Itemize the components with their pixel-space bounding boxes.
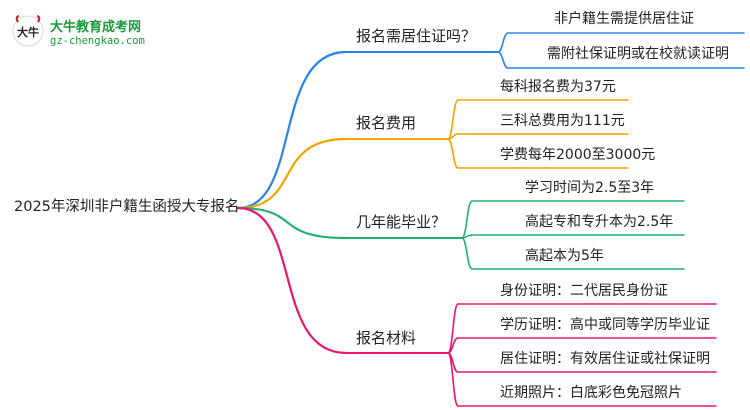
site-url: gz-chengkao.com [50,35,145,47]
leaf-residence-2: 需附社保证明或在校就读证明 [547,46,729,62]
leaf-connector [497,32,509,53]
branch-residence-permit: 报名需居住证吗？ [356,27,477,45]
leaf-connector [497,51,509,69]
branch-connector [236,206,348,355]
leaf-fees-3: 学费每年2000至3000元 [500,147,656,163]
branch-connector [236,50,348,210]
leaf-materials-4: 近期照片：白底彩色免冠照片 [500,385,682,401]
root-topic: 2025年深圳非户籍生函授大专报名 [14,199,240,215]
leaf-materials-2: 学历证明：高中或同等学历毕业证 [500,317,710,333]
bull-logo-icon: 大牛 [12,15,44,47]
leaf-connector [447,352,459,407]
leaf-connector [447,99,459,140]
site-title: 大牛教育成考网 [50,20,142,35]
branch-connector [236,137,348,210]
branch-connector [236,206,348,240]
leaf-fees-1: 每科报名费为37元 [500,79,616,95]
branch-fees: 报名费用 [356,114,417,132]
branch-graduation: 几年能毕业？ [356,213,447,231]
site-logo[interactable]: 大牛 大牛教育成考网 gz-chengkao.com [10,12,180,52]
branch-materials: 报名材料 [356,329,417,347]
leaf-residence-1: 非户籍生需提供居住证 [554,11,694,27]
leaf-materials-1: 身份证明：二代居民身份证 [500,283,668,299]
leaf-materials-3: 居住证明：有效居住证或社保证明 [500,351,710,367]
leaf-graduation-2: 高起专和专升本为2.5年 [525,214,674,230]
leaf-connector [461,200,473,239]
leaf-fees-2: 三科总费用为111元 [500,113,625,129]
leaf-connector [461,237,473,270]
leaf-graduation-3: 高起本为5年 [525,248,604,264]
leaf-graduation-1: 学习时间为2.5至3年 [525,180,655,196]
leaf-connector [447,138,459,169]
logo-mark-text: 大牛 [17,25,39,39]
leaf-connector [447,303,459,354]
